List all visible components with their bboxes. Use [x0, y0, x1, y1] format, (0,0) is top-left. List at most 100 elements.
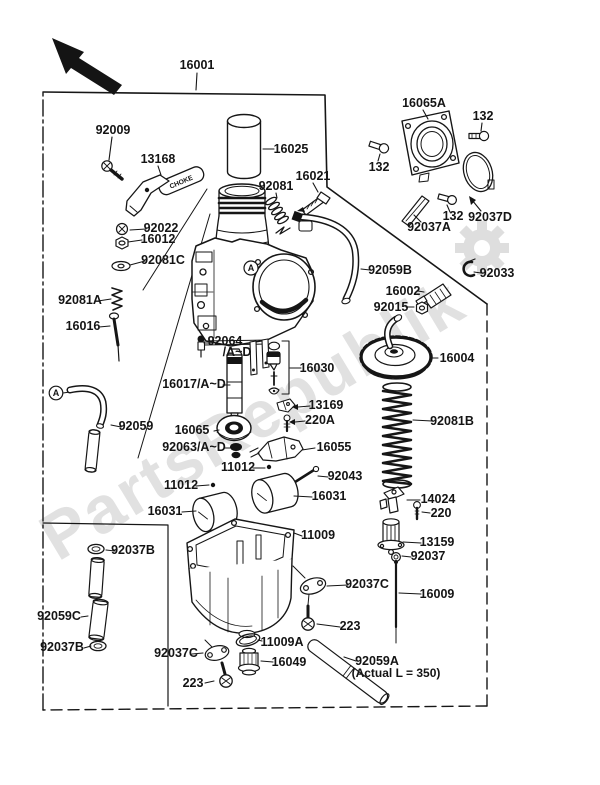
callout-92037B-bottom: 92037B	[40, 640, 84, 654]
callout-16030: 16030	[300, 361, 335, 375]
callout-16065A: 16065A	[402, 96, 446, 110]
callout-16049: 16049	[272, 655, 307, 669]
callout-92063: 92063/A~D	[162, 440, 226, 454]
part-float-arm-16055	[249, 436, 304, 462]
callout-leader-lines	[80, 72, 483, 684]
part-drain-plug-16049	[237, 647, 261, 676]
callout-16002: 16002	[386, 284, 421, 298]
part-oring-92037B-bottom	[89, 640, 107, 652]
part-tubes-92059C	[88, 556, 109, 642]
callout-92037B-top: 92037B	[111, 543, 155, 557]
part-bracket-14024	[379, 486, 405, 514]
part-bolt-132-left	[368, 140, 390, 154]
part-float-bowl-11009	[186, 518, 295, 639]
part-plate-92037C-left	[204, 639, 230, 661]
callout-92059C: 92059C	[37, 609, 81, 623]
callout-92037A: 92037A	[407, 220, 451, 234]
callout-92033: 92033	[480, 266, 515, 280]
callout-92059: 92059	[119, 419, 154, 433]
part-screw-16021	[297, 191, 331, 216]
callout-16017: 16017/A~D	[162, 377, 226, 391]
callout-92037C-right: 92037C	[345, 577, 389, 591]
callout-92015: 92015	[374, 300, 409, 314]
marker-a-body-label: A	[248, 263, 255, 273]
callout-223-left: 223	[183, 676, 204, 690]
part-pilot-screw-stack	[108, 222, 131, 362]
part-needle-16009	[394, 560, 398, 644]
callout-labels: 16001 92009 13168 16025 92081 16021 1606…	[37, 58, 514, 690]
part-screw-11012-upper	[266, 464, 272, 470]
part-carburetor-body	[191, 183, 316, 376]
part-spring-92081	[265, 196, 289, 225]
part-bolt-132-mid	[437, 193, 458, 206]
part-holder-16065A	[401, 110, 460, 183]
callout-14024: 14024	[421, 492, 456, 506]
callout-16025: 16025	[274, 142, 309, 156]
part-screw-220	[413, 501, 421, 521]
callout-92059A: 92059A	[355, 654, 399, 668]
part-screw-223-right	[301, 604, 315, 631]
callout-11009: 11009	[301, 528, 335, 542]
part-valve-set-16030	[266, 340, 290, 395]
part-jet-92064	[197, 335, 206, 358]
callout-13168: 13168	[141, 152, 176, 166]
callout-16016: 16016	[66, 319, 101, 333]
callout-11012-upper: 11012	[221, 460, 255, 474]
callout-220: 220	[431, 506, 452, 520]
callout-132-mid: 132	[443, 209, 464, 223]
part-clamp-92037A	[401, 195, 430, 227]
part-clip-13169	[276, 398, 296, 413]
callout-92081A: 92081A	[58, 293, 102, 307]
direction-arrow-icon	[52, 38, 122, 95]
callout-16001: 16001	[180, 58, 215, 72]
callout-92037C-left: 92037C	[154, 646, 198, 660]
callout-13159: 13159	[420, 535, 455, 549]
callout-11012-lower: 11012	[164, 478, 198, 492]
callout-16055: 16055	[317, 440, 352, 454]
part-oring-92037B-top	[87, 543, 105, 555]
gear-watermark-icon	[455, 221, 509, 275]
callout-92064-suffix: /A~D	[223, 345, 252, 359]
part-valve-seat-13159	[377, 518, 405, 555]
callout-92059B: 92059B	[368, 263, 412, 277]
part-oring-11009A	[235, 633, 261, 647]
part-float-16031-right	[251, 472, 299, 514]
callout-16031-left: 16031	[148, 504, 183, 518]
part-choke-lever	[125, 166, 205, 217]
view-marker-a-body	[243, 260, 259, 276]
part-clamp-92037D	[462, 151, 495, 193]
callout-92009: 92009	[96, 123, 131, 137]
callout-92064: 92064	[208, 334, 243, 348]
part-screw-220A	[283, 414, 291, 433]
part-grommet-92063	[230, 443, 242, 459]
callout-13169: 13169	[309, 398, 344, 412]
callout-92081B: 92081B	[430, 414, 474, 428]
part-hose-92059B	[291, 210, 360, 305]
part-clip-92033	[462, 258, 476, 278]
part-screw-11012-lower	[210, 482, 216, 488]
part-cap-16004	[359, 314, 433, 380]
callout-16065: 16065	[175, 423, 210, 437]
callout-11009A: 11009A	[260, 635, 303, 649]
part-16025-tube	[226, 113, 262, 180]
part-bearing-16065	[216, 414, 252, 442]
callout-16021: 16021	[296, 169, 331, 183]
part-spring-92081B	[381, 382, 413, 489]
part-plate-92037C-right	[292, 565, 327, 606]
part-nut-92015	[415, 301, 429, 315]
part-bolt-132-right	[468, 130, 490, 142]
assembly-box-outline	[42, 91, 488, 711]
callout-92043: 92043	[328, 469, 363, 483]
part-jet-holder-16017	[226, 348, 243, 425]
callout-16009: 16009	[420, 587, 455, 601]
part-screw-223-left	[219, 661, 233, 688]
part-hose-92059	[66, 385, 108, 473]
marker-a-hose-label: A	[53, 388, 60, 398]
callout-223-right: 223	[340, 619, 361, 633]
callout-92037D: 92037D	[468, 210, 512, 224]
callout-16031-right: 16031	[312, 489, 347, 503]
part-screw-92009	[101, 160, 124, 181]
callout-220A: 220A	[305, 413, 335, 427]
